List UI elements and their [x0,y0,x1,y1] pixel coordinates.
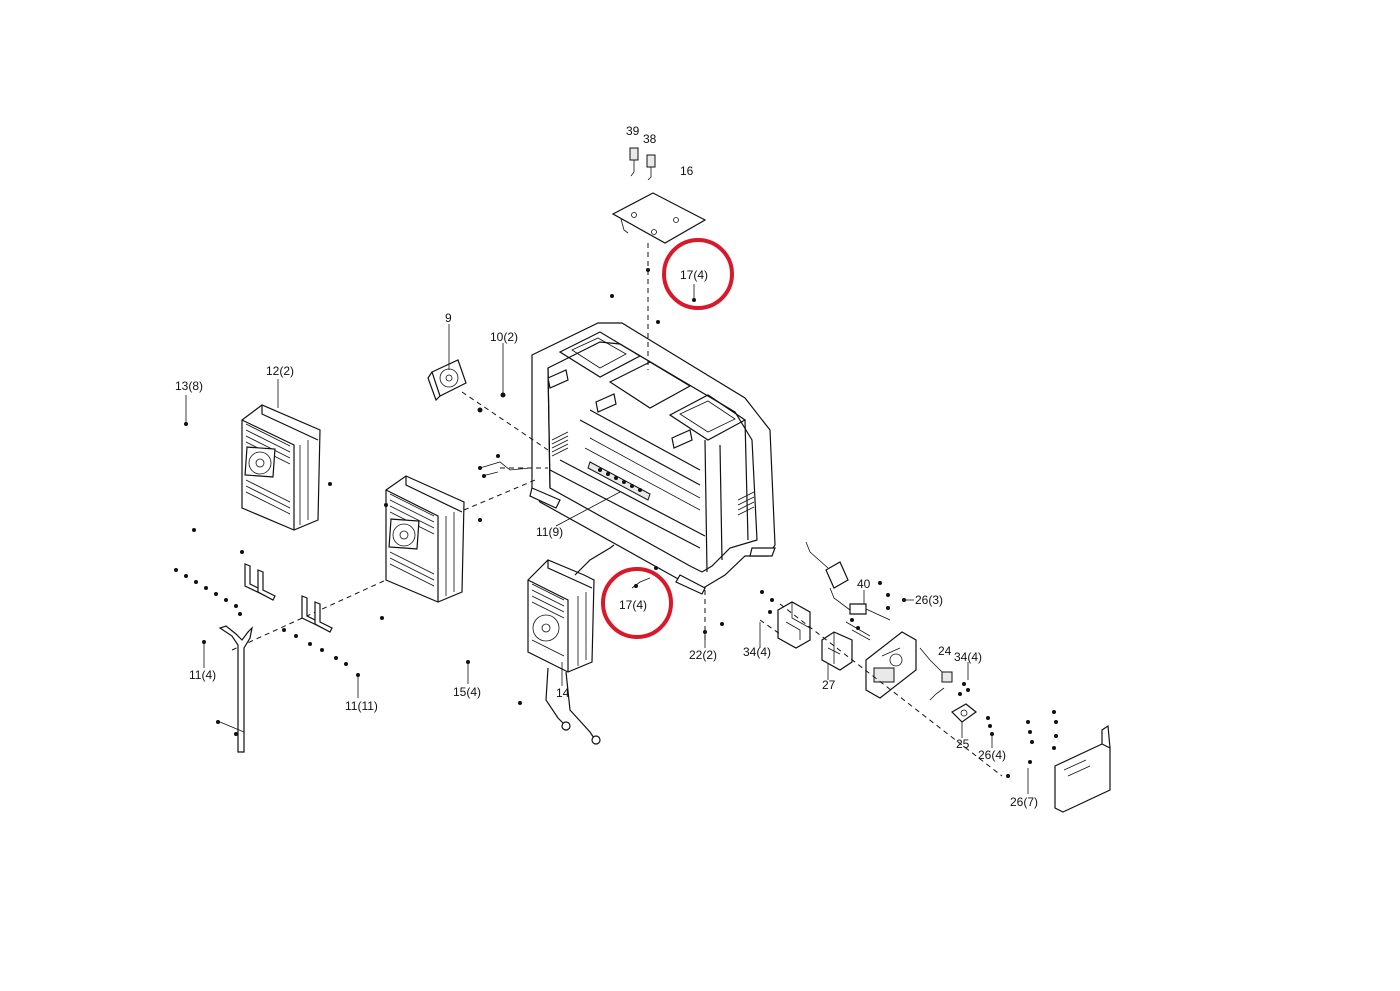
connector-40 [845,603,891,641]
relay-40 [805,541,851,611]
label-part-22: 22(2) [689,648,717,662]
screw-38 [646,154,656,181]
main-frame-chassis [529,322,776,595]
highlight-circle-middle [601,567,673,639]
side-panel-cover [1054,724,1111,813]
right-screws [760,581,1058,778]
label-part-10: 10(2) [490,330,518,344]
label-part-26-7: 26(7) [1010,795,1038,809]
label-part-13: 13(8) [175,379,203,393]
label-part-34-left: 34(4) [743,645,771,659]
frame-vent-left [551,431,569,457]
label-part-26-4: 26(4) [978,748,1006,762]
l-bracket-a [244,563,276,601]
label-part-17-top: 17(4) [680,268,708,282]
label-part-24: 24 [938,644,952,658]
label-part-9: 9 [445,311,452,325]
cable-14 [545,544,615,745]
top-cover-plate-16 [611,192,707,244]
label-part-26-3: 26(3) [915,593,943,607]
power-module-12-lower [385,475,465,603]
label-part-40: 40 [857,577,871,591]
rail-holes [598,468,642,492]
screw-39 [629,147,639,177]
l-bracket-b [301,595,333,633]
label-part-11-9: 11(9) [536,525,563,539]
label-part-11-11: 11(11) [345,699,378,713]
power-module-12-upper [241,404,321,531]
label-part-39: 39 [626,124,640,138]
label-part-14: 14 [556,686,570,700]
socket-25 [951,703,977,723]
label-part-11-4: 11(4) [189,668,216,682]
label-part-25: 25 [956,737,970,751]
connector-24 [919,647,953,701]
label-part-12: 12(2) [266,364,294,378]
frame-vent-right [737,491,755,516]
label-part-15: 15(4) [453,685,481,699]
label-part-17-middle: 17(4) [619,598,647,612]
cooling-fan-9 [427,359,467,402]
mounting-bracket-left [216,625,253,753]
power-module-14 [527,559,595,673]
control-panel-plate [865,631,917,699]
wire-harness [478,454,531,478]
highlight-circle-top [662,238,734,310]
label-part-27: 27 [822,678,836,692]
enclosure-34 [777,601,811,649]
loose-screws [174,528,384,666]
heatsink-fins-14 [531,583,565,657]
heatsink-fins-12 [245,423,291,515]
label-part-16: 16 [680,164,694,178]
label-part-34-right: 34(4) [954,650,982,664]
label-part-38: 38 [643,132,657,146]
breaker-27 [821,631,853,671]
